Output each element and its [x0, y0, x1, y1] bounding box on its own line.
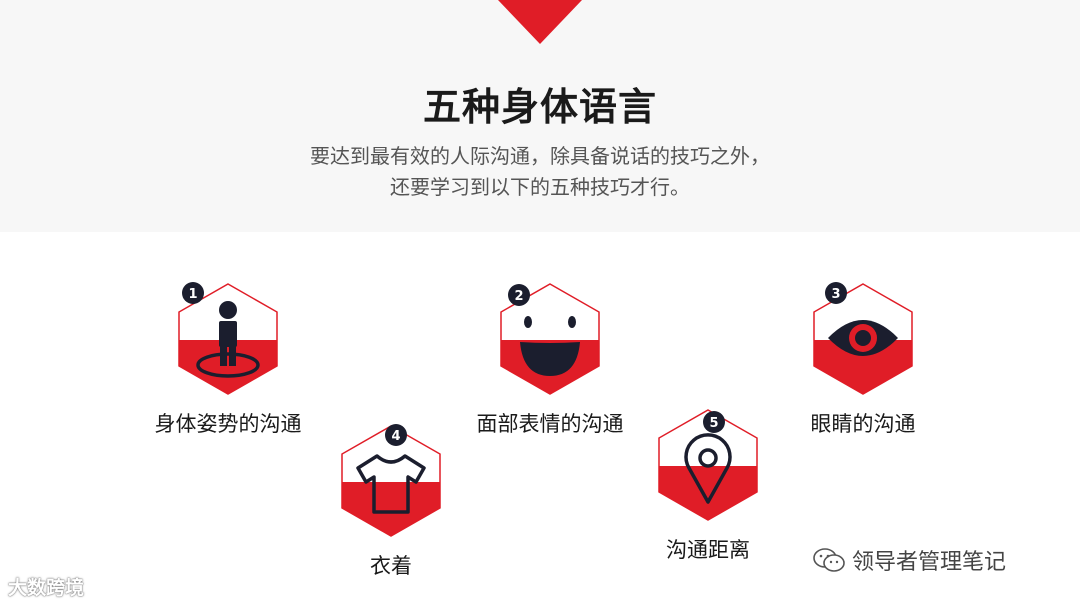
item-label-1: 身体姿势的沟通 [154, 412, 302, 436]
subtitle-line-2: 还要学习到以下的五种技巧才行。 [390, 175, 690, 199]
number-badge-4: 4 [385, 424, 407, 446]
item-label-4: 衣着 [370, 554, 412, 578]
hexagon-badge-4: 4 [341, 424, 441, 537]
item-label-2: 面部表情的沟通 [476, 412, 624, 436]
number-badge-5: 5 [703, 411, 725, 433]
number-badge-2: 2 [508, 284, 530, 306]
item-label-3: 眼睛的沟通 [810, 412, 916, 436]
subtitle-line-1: 要达到最有效的人际沟通，除具备说话的技巧之外， [310, 144, 770, 168]
item-facial-expression: 2 面部表情的沟通 [465, 280, 635, 438]
watermark-left: 大数跨境 [8, 573, 84, 600]
number-badge-1: 1 [182, 282, 204, 304]
wechat-icon [813, 548, 845, 572]
smiley-face-icon [520, 316, 580, 376]
watermark-right: 领导者管理笔记 [812, 544, 1006, 576]
tshirt-icon [356, 454, 426, 514]
number-1: 1 [188, 287, 197, 302]
page-title: 五种身体语言 [422, 85, 657, 129]
item-body-posture: 1 身体姿势的沟通 [143, 280, 313, 438]
hexagon-badge-2: 2 [500, 283, 600, 395]
number-badge-3: 3 [825, 282, 847, 304]
watermark-right-text: 领导者管理笔记 [852, 550, 1007, 575]
watermark-left-text: 大数跨境 [8, 577, 85, 599]
hexagon-badge-5: 5 [658, 409, 758, 521]
item-clothing: 4 衣着 [306, 422, 476, 580]
item-label-5: 沟通距离 [666, 538, 750, 562]
top-triangle-decoration [498, 0, 582, 44]
hexagon-badge-3: 3 [813, 282, 913, 395]
number-4: 4 [391, 429, 400, 444]
item-eye-contact: 3 眼睛的沟通 [778, 280, 948, 438]
eye-icon [828, 320, 898, 356]
page-subtitle: 要达到最有效的人际沟通，除具备说话的技巧之外， 还要学习到以下的五种技巧才行。 [0, 141, 1080, 203]
number-5: 5 [709, 416, 718, 431]
number-3: 3 [831, 287, 840, 302]
person-standing-icon [196, 301, 260, 378]
item-distance: 5 沟通距离 [623, 406, 793, 564]
location-pin-icon [684, 433, 732, 504]
number-2: 2 [514, 289, 523, 304]
hexagon-badge-1: 1 [178, 282, 278, 395]
